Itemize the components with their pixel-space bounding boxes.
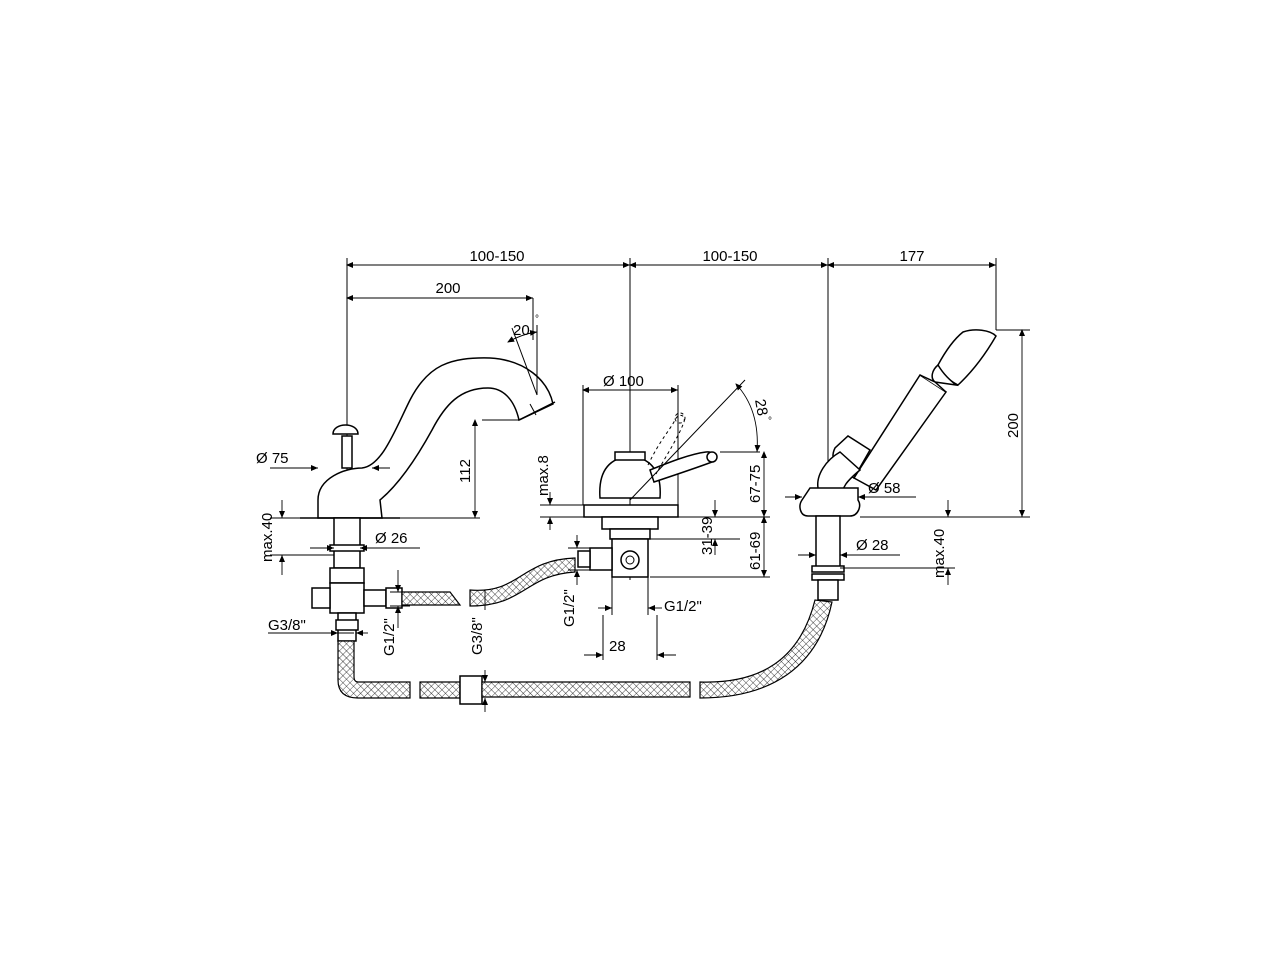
dim-shower-stem-diameter: Ø 28 bbox=[856, 537, 889, 554]
left-pipe-labels: G3/8" G1/2" G3/8" bbox=[268, 570, 488, 712]
dim-diverter-angle: 28 bbox=[751, 398, 771, 417]
dim-top-mid: 100-150 bbox=[702, 248, 757, 265]
dim-width-28: 28 bbox=[609, 638, 626, 655]
hand-shower bbox=[799, 329, 997, 601]
dim-handle-height: 67-75 bbox=[747, 465, 764, 503]
dim-spout-height: 112 bbox=[457, 459, 474, 483]
spout-angle: 20 ° bbox=[507, 314, 539, 396]
dim-max-mid: max.8 bbox=[535, 455, 552, 496]
dim-shower-base-diameter: Ø 58 bbox=[868, 480, 901, 497]
label-g-left: G3/8" bbox=[268, 617, 306, 634]
dim-range-b: 61-69 bbox=[747, 532, 764, 570]
dim-shower-height: 200 bbox=[1005, 413, 1022, 438]
dim-spout-angle: 20 bbox=[513, 322, 530, 339]
diverter-valve: Ø 100 bbox=[577, 373, 718, 578]
degree-mark-1: ° bbox=[535, 314, 539, 325]
left-valve-hoses bbox=[311, 557, 833, 705]
label-g-diverter-vert: G1/2" bbox=[561, 589, 578, 627]
label-g-mid-vert: G3/8" bbox=[469, 617, 486, 655]
bath-spout bbox=[300, 357, 556, 584]
top-dimension-chain: 100-150 100-150 177 200 bbox=[346, 248, 997, 580]
dim-spout-length: 200 bbox=[435, 280, 460, 297]
dim-max-right: max.40 bbox=[931, 529, 948, 578]
diverter-dimensions: max.8 31-39 67-75 61-69 G1/2" G1/2" 28 bbox=[535, 451, 770, 660]
dim-base-diameter-left: Ø 75 bbox=[256, 450, 289, 467]
dim-stem-diameter-left: Ø 26 bbox=[375, 530, 408, 547]
left-dimensions: Ø 75 Ø 26 max.40 112 bbox=[256, 419, 519, 575]
degree-mark-2: ° bbox=[768, 416, 772, 427]
dim-top-left: 100-150 bbox=[469, 248, 524, 265]
label-g-diverter-horiz: G1/2" bbox=[664, 598, 702, 615]
label-g-left-vert: G1/2" bbox=[381, 618, 398, 656]
dim-top-right: 177 bbox=[899, 248, 924, 265]
dim-range-a: 31-39 bbox=[699, 517, 716, 555]
diverter-angle: 28 ° bbox=[629, 379, 772, 501]
dim-diverter-diameter: Ø 100 bbox=[603, 373, 644, 390]
shower-dimensions: 200 Ø 58 Ø 28 max.40 bbox=[785, 329, 1030, 585]
dim-max-left: max.40 bbox=[259, 513, 276, 562]
